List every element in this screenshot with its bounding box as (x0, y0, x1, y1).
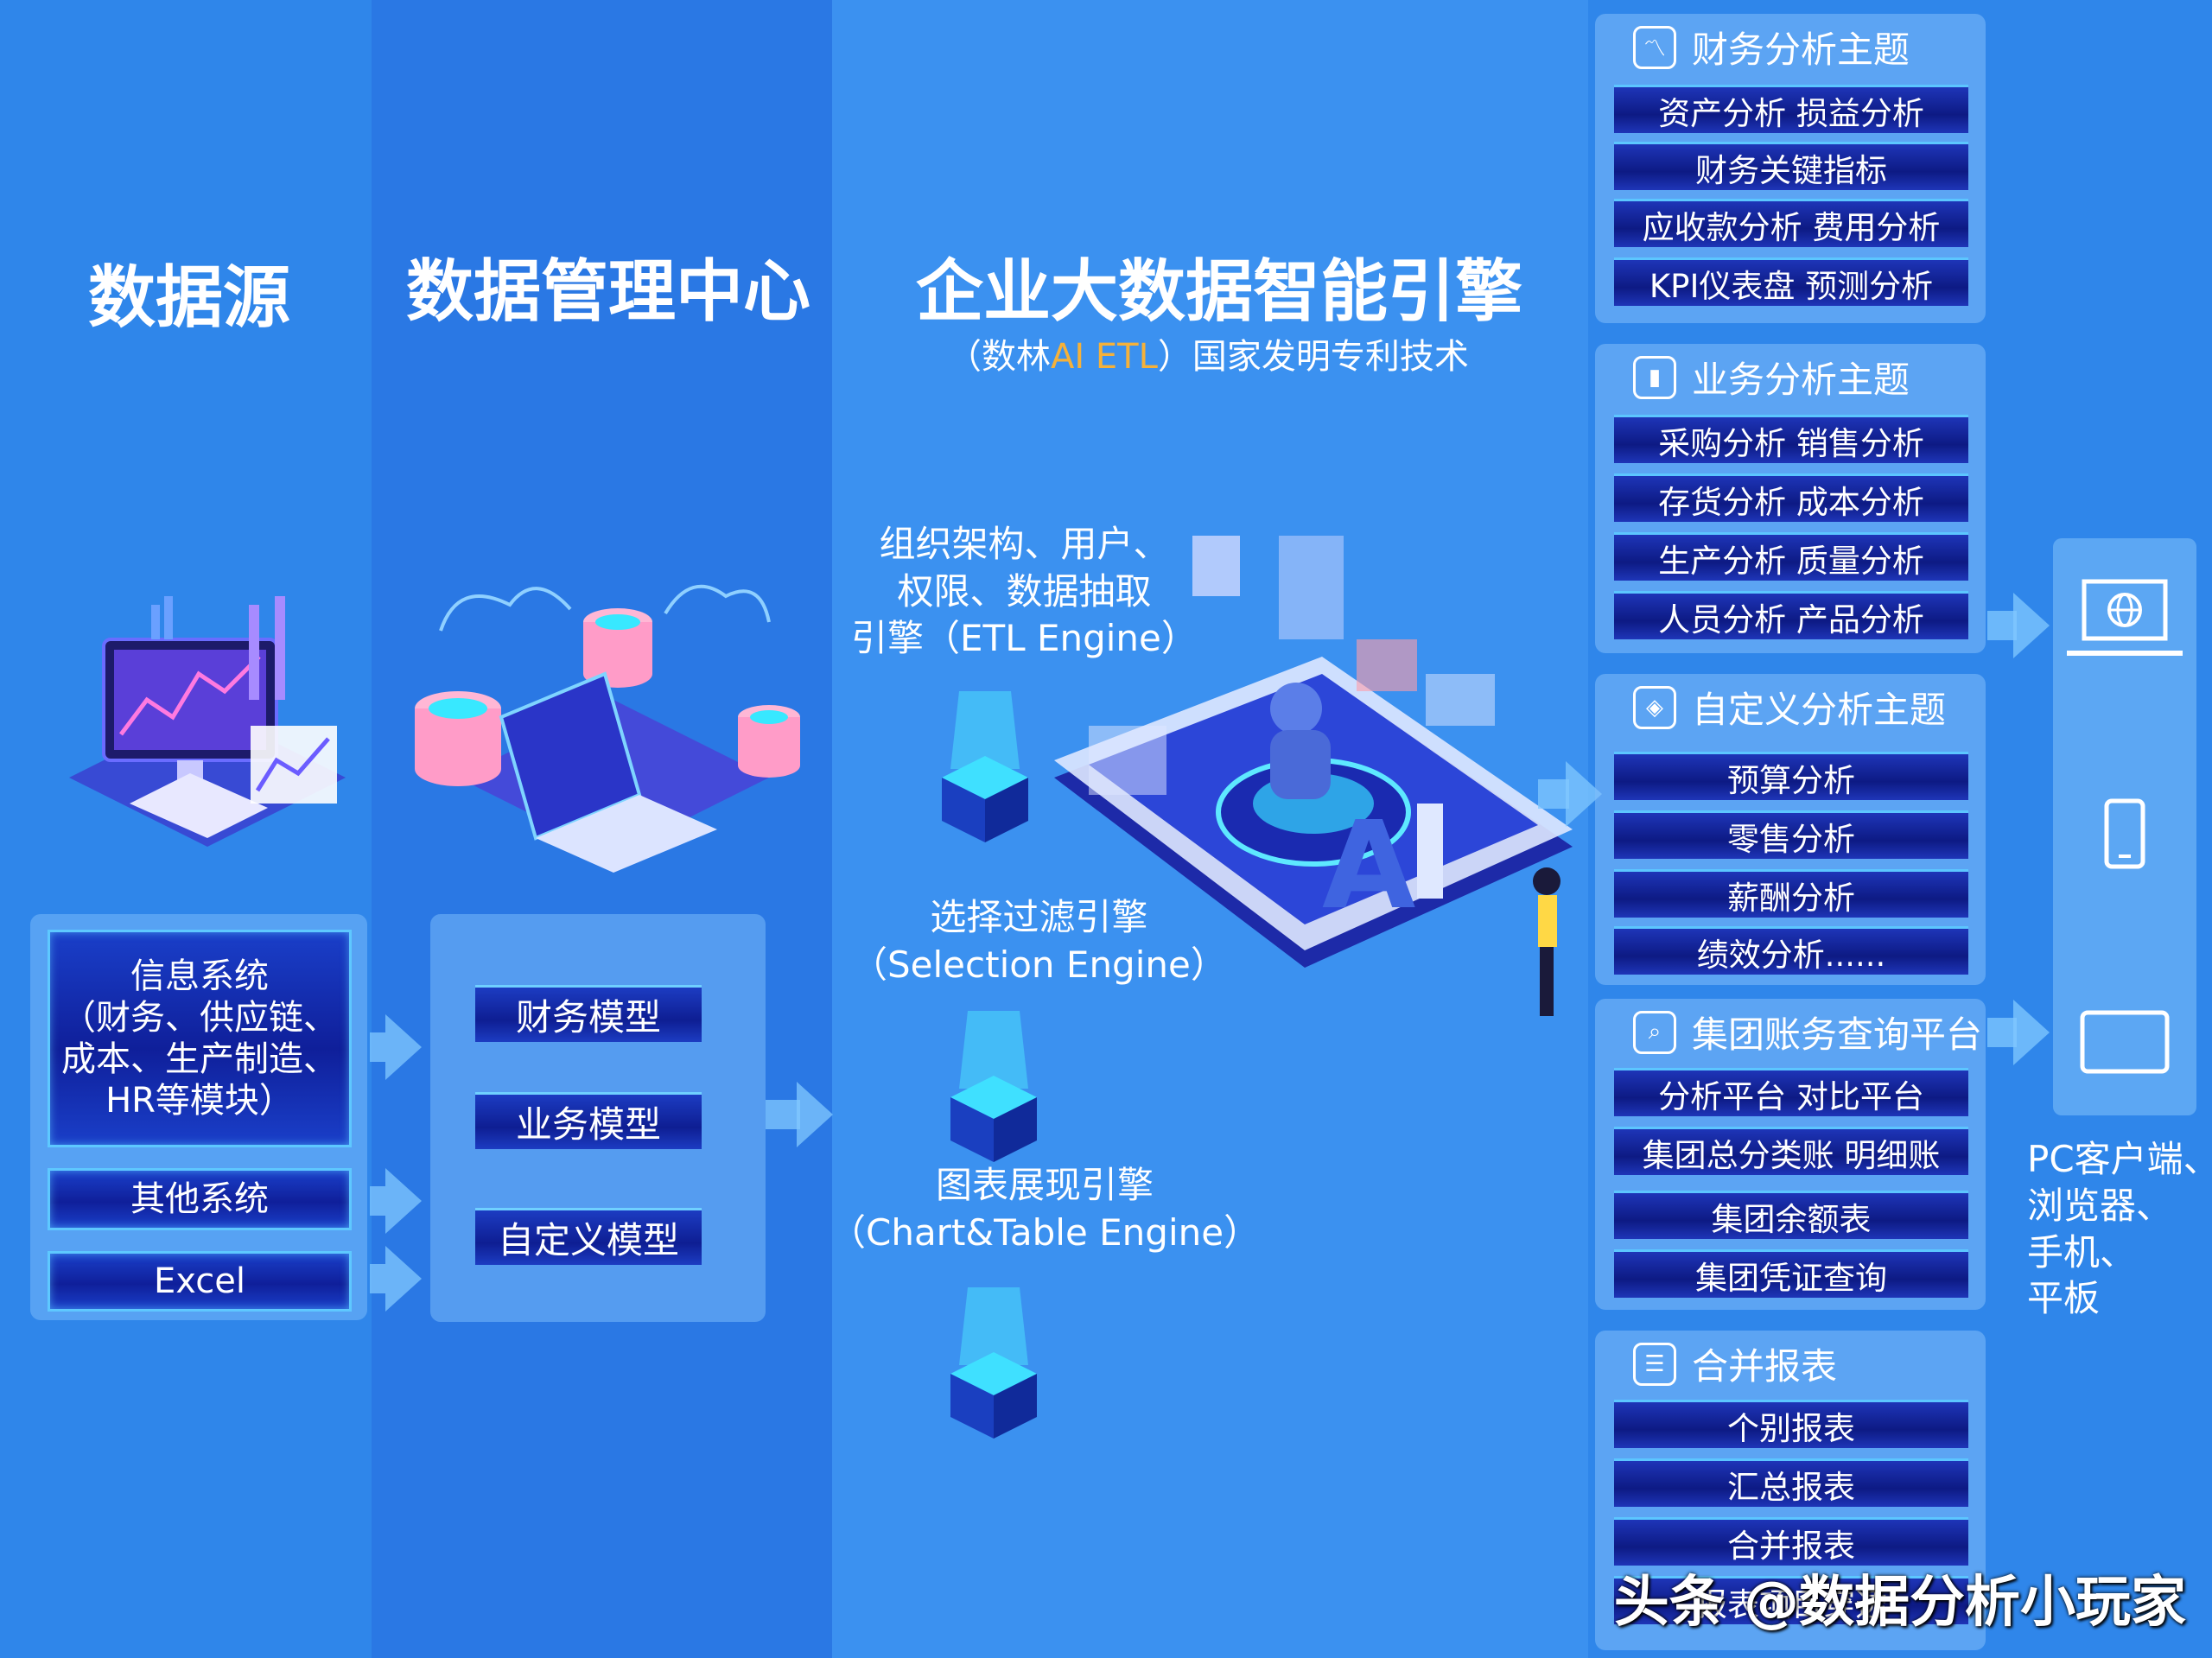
ai-platform-illustration-icon: A (1054, 536, 1573, 1016)
source-line: HR等模块） (105, 1081, 294, 1121)
topic-item[interactable]: 生产分析 质量分析 (1614, 532, 1968, 581)
client-item: PC客户端、 (2027, 1138, 2212, 1180)
client-item: 浏览器、 (2027, 1184, 2173, 1227)
mgmt-title: 数据管理中心 (406, 253, 811, 331)
computer-illustration-icon (69, 596, 346, 847)
tablet-icon (2080, 1010, 2170, 1074)
arrow-stem (1987, 611, 2017, 640)
subtitle-post: ）国家发明专利技术 (1157, 337, 1469, 377)
arrow-stem (370, 1032, 385, 1062)
engine-line: 权限、数据抽取 (897, 569, 1152, 613)
topic-item[interactable]: 合并报表 (1614, 1517, 1968, 1566)
engine-chart-label: 图表展现引擎 （Chart&Table Engine） (830, 1162, 1260, 1256)
engine-cube-icon (950, 1011, 1037, 1162)
source-title: 数据源 (88, 259, 291, 337)
svg-text:A: A (1322, 796, 1415, 937)
arrow-stem (370, 1186, 385, 1216)
device-panel (2053, 538, 2196, 1115)
arrow-stem (766, 1100, 800, 1129)
right-arrow-icon (385, 1014, 422, 1080)
right-arrow-icon (385, 1168, 422, 1234)
phone-icon (2104, 798, 2145, 869)
topic-item[interactable]: 分析平台 对比平台 (1614, 1068, 1968, 1116)
engine-line: 选择过滤引擎 (930, 896, 1148, 938)
topic-item[interactable]: 财务关键指标 (1614, 142, 1968, 190)
watermark: 头条 @数据分析小玩家 (1613, 1571, 2186, 1635)
source-line: 成本、生产制造、 (61, 1039, 338, 1079)
topic-group-header[interactable]: ⌕ 集团账务查询平台 (1633, 1006, 1986, 1058)
topic-item[interactable]: 人员分析 产品分析 (1614, 591, 1968, 639)
engine-line: （Chart&Table Engine） (830, 1210, 1261, 1254)
engine-cube-icon (942, 691, 1028, 842)
right-arrow-icon (2013, 593, 2050, 658)
topic-item[interactable]: 汇总报表 (1614, 1458, 1968, 1507)
topic-item[interactable]: 采购分析 销售分析 (1614, 415, 1968, 463)
bar-chart-icon: ▮ (1633, 355, 1676, 399)
topic-title: 集团账务查询平台 (1692, 1013, 1983, 1056)
model-business[interactable]: 业务模型 (475, 1092, 702, 1149)
topic-title: 合并报表 (1692, 1345, 1838, 1388)
engine-etl-label: 组织架构、用户、 权限、数据抽取 引擎（ETL Engine） (851, 521, 1198, 663)
topic-item[interactable]: 个别报表 (1614, 1400, 1968, 1448)
topic-item[interactable]: 绩效分析...... (1614, 926, 1968, 975)
client-item: 平板 (2027, 1277, 2101, 1320)
database-laptop-illustration-icon (415, 584, 800, 873)
engine-selection-label: 选择过滤引擎 （Selection Engine） (851, 894, 1227, 988)
right-arrow-icon (2013, 1000, 2050, 1065)
engine-line: 图表展现引擎 (936, 1164, 1154, 1206)
source-line: 信息系统 (130, 956, 269, 996)
arrow-stem (370, 1264, 385, 1293)
topic-title: 自定义分析主题 (1692, 689, 1947, 731)
topic-title: 业务分析主题 (1692, 359, 1910, 401)
client-item: 手机、 (2027, 1230, 2137, 1274)
topic-finance: 〽财务分析主题 资产分析 损益分析 财务关键指标 应收款分析 费用分析 KPI仪… (1595, 14, 1986, 323)
topic-business: ▮ 业务分析主题 采购分析 销售分析 存货分析 成本分析 生产分析 质量分析 人员… (1595, 344, 1986, 653)
arrow-stem (1987, 1018, 2017, 1047)
topic-custom-header[interactable]: ◈ 自定义分析主题 (1633, 681, 1986, 734)
topic-finance-header[interactable]: 〽财务分析主题 (1633, 21, 1986, 73)
source-other-system[interactable]: 其他系统 (48, 1168, 352, 1230)
topic-item[interactable]: 零售分析 (1614, 810, 1968, 859)
engine-line: 引擎（ETL Engine） (851, 617, 1198, 660)
topic-business-header[interactable]: ▮ 业务分析主题 (1633, 351, 1986, 403)
engine-line: （Selection Engine） (851, 943, 1227, 986)
topic-consolidated-header[interactable]: ☰ 合并报表 (1633, 1337, 1986, 1390)
right-arrow-icon (797, 1082, 833, 1147)
engine-line: 组织架构、用户、 (879, 523, 1170, 565)
search-icon: ⌕ (1633, 1010, 1676, 1054)
topic-group-ledger: ⌕ 集团账务查询平台 分析平台 对比平台 集团总分类账 明细账 集团余额表 集团凭… (1595, 999, 1986, 1310)
topic-item[interactable]: 薪酬分析 (1614, 869, 1968, 918)
cube-icon: ◈ (1633, 685, 1676, 729)
engine-cube-icon (950, 1287, 1037, 1439)
topic-item[interactable]: 存货分析 成本分析 (1614, 473, 1968, 522)
topic-consolidated: ☰ 合并报表 个别报表 汇总报表 合并报表 报表项目穿透 (1595, 1331, 1986, 1650)
model-custom[interactable]: 自定义模型 (475, 1208, 702, 1265)
topic-custom: ◈ 自定义分析主题 预算分析 零售分析 薪酬分析 绩效分析...... (1595, 674, 1986, 985)
laptop-icon (2067, 579, 2183, 656)
subtitle-accent: AI ETL (1051, 337, 1158, 377)
topic-item[interactable]: 集团余额表 (1614, 1191, 1968, 1239)
topic-item[interactable]: 集团凭证查询 (1614, 1249, 1968, 1298)
topic-item[interactable]: 应收款分析 费用分析 (1614, 199, 1968, 247)
engine-subtitle: （数林AI ETL）国家发明专利技术 (947, 328, 1469, 378)
source-info-system[interactable]: 信息系统 （财务、供应链、 成本、生产制造、 HR等模块） (48, 930, 352, 1147)
topic-item[interactable]: 集团总分类账 明细账 (1614, 1127, 1968, 1175)
arrow-stem (1538, 779, 1569, 809)
layers-icon: ☰ (1633, 1342, 1676, 1386)
topic-item[interactable]: 报表项目穿透 (1614, 1576, 1968, 1624)
source-line: （财务、供应链、 (61, 998, 338, 1038)
topic-title: 财务分析主题 (1692, 29, 1910, 71)
engine-title: 企业大数据智能引擎 (916, 253, 1523, 331)
line-chart-icon: 〽 (1633, 25, 1676, 69)
model-finance[interactable]: 财务模型 (475, 985, 702, 1042)
source-excel[interactable]: Excel (48, 1251, 352, 1312)
topic-item[interactable]: KPI仪表盘 预测分析 (1614, 257, 1968, 306)
subtitle-pre: （数林 (947, 337, 1051, 377)
client-list: PC客户端、 浏览器、 手机、 平板 (2027, 1136, 2212, 1322)
topic-item[interactable]: 预算分析 (1614, 752, 1968, 800)
topic-item[interactable]: 资产分析 损益分析 (1614, 85, 1968, 133)
right-arrow-icon (385, 1246, 422, 1312)
